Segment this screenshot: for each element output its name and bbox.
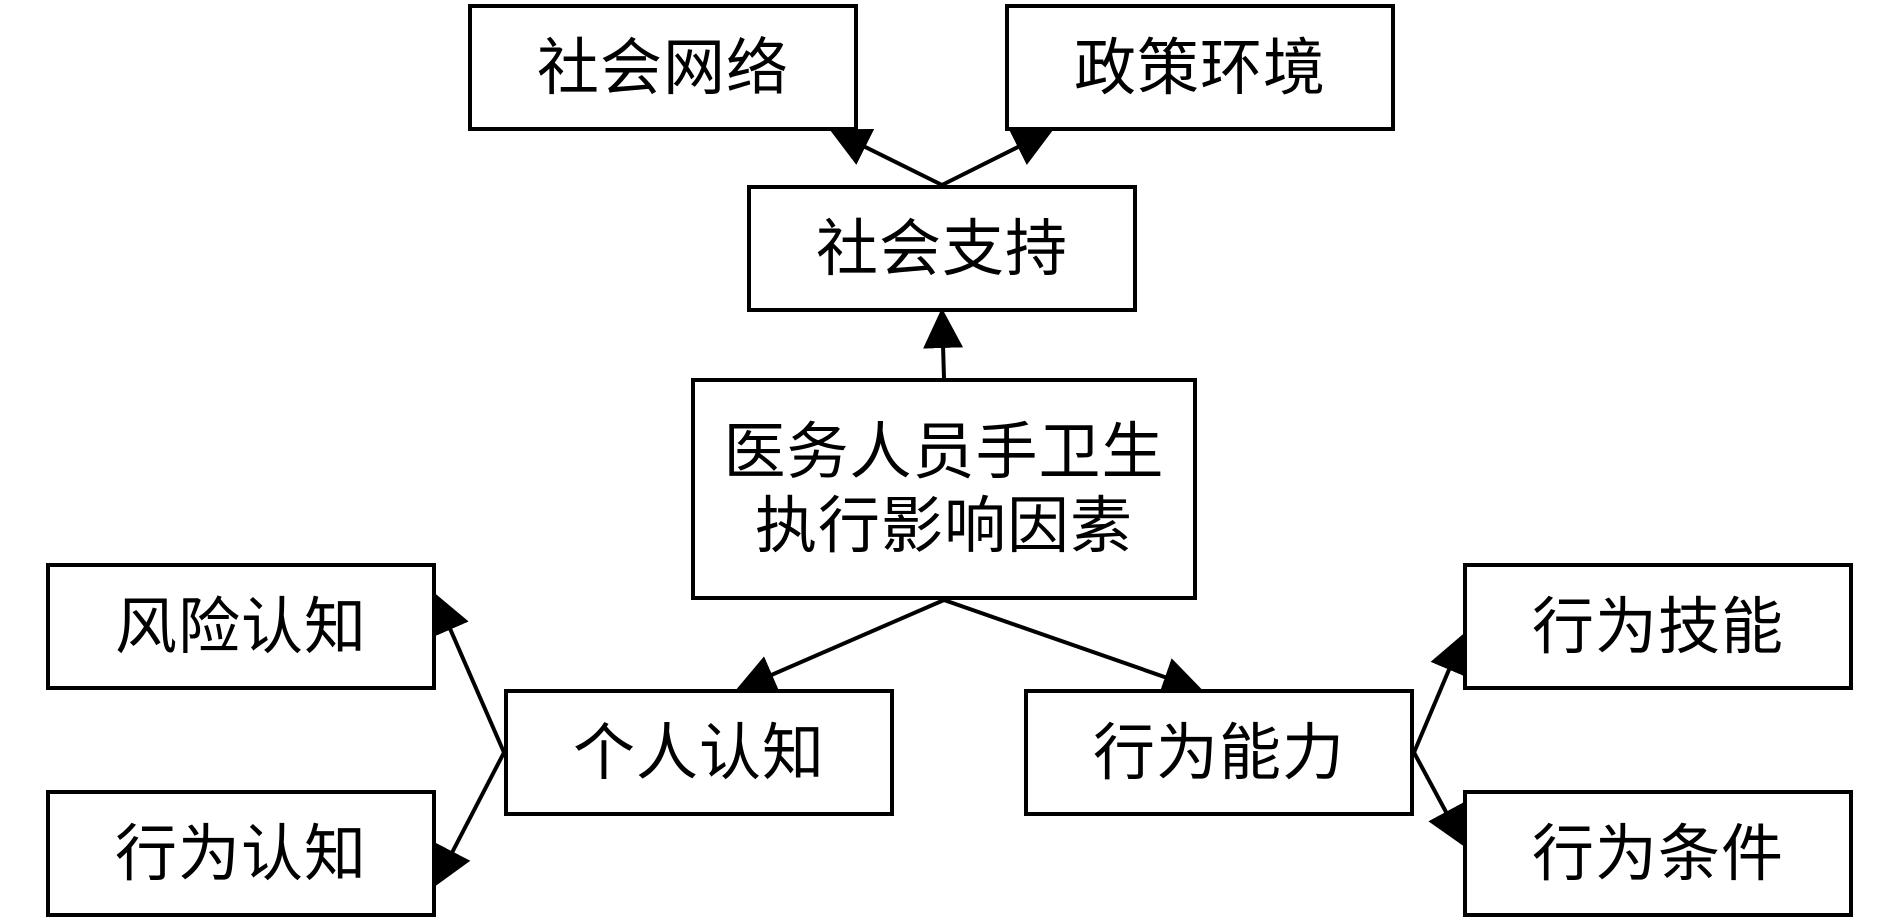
arrow-center-to-behavior-ability xyxy=(943,598,1203,697)
arrow-center-to-personal-cognition xyxy=(735,598,945,694)
arrow-behavior-ability-to-behavior-condition xyxy=(1412,751,1465,848)
node-social-support: 社会支持 xyxy=(747,185,1137,312)
node-behavior-cognition: 行为认知 xyxy=(46,790,436,917)
arrow-personal-cognition-to-behavior-cognition xyxy=(434,751,506,888)
arrow-social-support-to-policy-environment xyxy=(941,129,1054,187)
node-behavior-skill: 行为技能 xyxy=(1463,563,1853,690)
arrow-center-to-social-support xyxy=(923,308,964,379)
node-behavior-ability: 行为能力 xyxy=(1024,689,1414,816)
node-hand-hygiene-factors: 医务人员手卫生 执行影响因素 xyxy=(691,378,1197,600)
node-personal-cognition: 个人认知 xyxy=(504,689,894,816)
arrow-behavior-ability-to-behavior-skill xyxy=(1412,632,1468,754)
arrow-personal-cognition-to-risk-cognition xyxy=(432,592,506,754)
node-social-network: 社会网络 xyxy=(468,4,858,131)
node-behavior-condition: 行为条件 xyxy=(1463,790,1853,917)
node-risk-cognition: 风险认知 xyxy=(46,563,436,690)
node-policy-environment: 政策环境 xyxy=(1005,4,1395,131)
arrow-social-support-to-social-network xyxy=(829,129,943,187)
